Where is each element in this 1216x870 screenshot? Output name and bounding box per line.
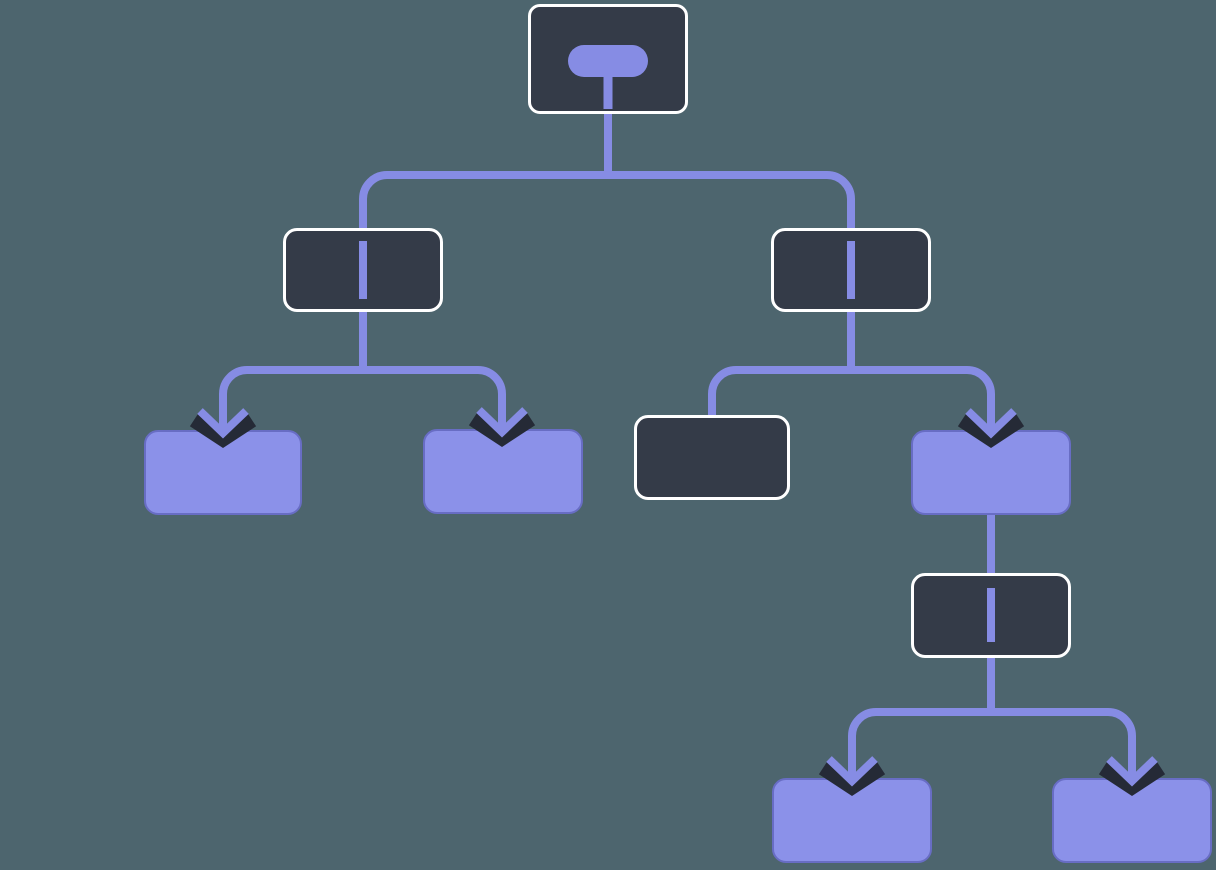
edge-branch-lower-to-leaves (848, 658, 1136, 783)
edge-branch-left-to-leaves (219, 312, 506, 435)
node-branch-right[interactable] (771, 228, 931, 312)
node-root[interactable] (528, 4, 688, 114)
node-leaf-3[interactable] (911, 430, 1071, 515)
node-leaf-4[interactable] (772, 778, 932, 863)
vertical-line-icon (987, 588, 995, 642)
pill-connector-icon (568, 45, 648, 77)
node-leaf-1[interactable] (144, 430, 302, 515)
edge-branch-right-to-children (708, 312, 995, 435)
vertical-line-icon (847, 241, 855, 299)
edge-root-to-branches (359, 114, 855, 228)
node-branch-left[interactable] (283, 228, 443, 312)
vertical-line-icon (359, 241, 367, 299)
node-plain-dark[interactable] (634, 415, 790, 500)
node-leaf-2[interactable] (423, 429, 583, 514)
node-branch-lower[interactable] (911, 573, 1071, 658)
node-leaf-5[interactable] (1052, 778, 1212, 863)
pill-stem (603, 75, 613, 109)
